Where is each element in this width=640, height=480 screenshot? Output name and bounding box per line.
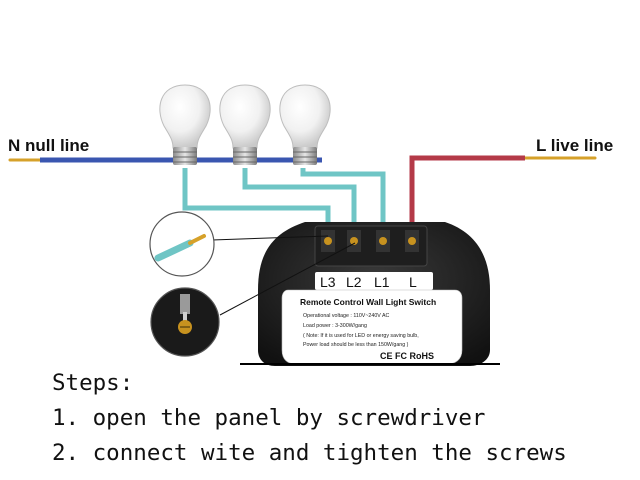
light-bulb-3 (279, 84, 331, 165)
steps-heading: Steps: (52, 370, 134, 396)
live-line-label: L live line (536, 136, 613, 155)
wire-insert-callout (149, 211, 215, 277)
terminal-label-l2: L2 (346, 274, 362, 290)
switch-title: Remote Control Wall Light Switch (300, 297, 436, 307)
null-line-label: N null line (8, 136, 89, 155)
terminal-label-l1: L1 (374, 274, 390, 290)
screwdriver-callout (150, 287, 220, 357)
step-2: 2. connect wite and tighten the screws (52, 440, 567, 466)
spec-voltage: Operational voltage : 110V~240V AC (303, 313, 390, 319)
step-1: 1. open the panel by screwdriver (52, 405, 486, 431)
spec-load-power: Load power : 3-300W/gang (303, 323, 367, 329)
terminal-label-l3: L3 (320, 274, 336, 290)
terminal-label-l: L (409, 274, 417, 290)
callout-line-screw (219, 242, 356, 316)
certification-marks: CE FC RoHS (380, 351, 434, 361)
live-wire (409, 155, 597, 240)
spec-note: ( Note: If it is used for LED or energy … (303, 333, 419, 339)
light-bulb-1 (159, 84, 211, 165)
switch-module (258, 222, 490, 366)
steps-section: Steps: 1. open the panel by screwdriver … (52, 366, 632, 471)
spec-power-load: Power load should be less than 150W/gang… (303, 342, 409, 348)
light-bulb-2 (219, 84, 271, 165)
callout-line-wire (211, 235, 329, 241)
